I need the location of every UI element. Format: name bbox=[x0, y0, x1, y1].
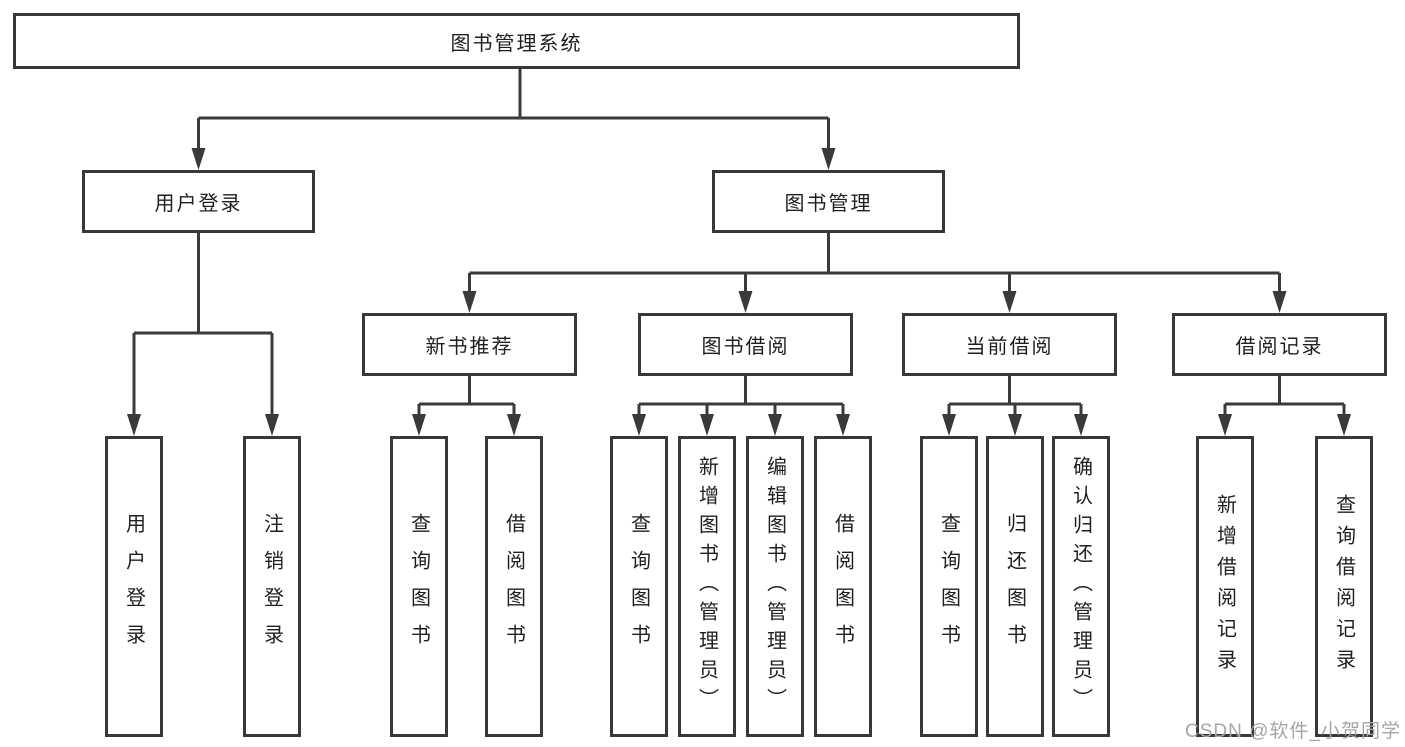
node-user-login-label: 用户登录 bbox=[154, 193, 243, 215]
leaf-borrow-books: 借阅图书 bbox=[814, 436, 872, 737]
leaf-query-books-recommend: 查询图书 bbox=[390, 436, 448, 737]
leaf-add-borrow-record: 新增借阅记录 bbox=[1196, 436, 1254, 737]
leaf-logout: 注销登录 bbox=[243, 436, 301, 737]
node-library-system-label: 图书管理系统 bbox=[450, 32, 583, 55]
node-book-borrow: 图书借阅 bbox=[638, 313, 853, 376]
leaf-edit-book-admin-label: 编辑图书（管理员） bbox=[763, 456, 786, 717]
node-current-borrow: 当前借阅 bbox=[902, 313, 1117, 376]
node-borrow-records-label: 借阅记录 bbox=[1235, 336, 1324, 358]
node-book-management: 图书管理 bbox=[712, 170, 945, 233]
leaf-user-login-label: 用户登录 bbox=[122, 512, 145, 661]
node-book-management-label: 图书管理 bbox=[784, 193, 873, 215]
leaf-return-book: 归还图书 bbox=[986, 436, 1044, 737]
leaf-query-books-borrow-label: 查询图书 bbox=[627, 512, 650, 661]
leaf-logout-label: 注销登录 bbox=[260, 512, 283, 661]
node-new-book-recommend-label: 新书推荐 bbox=[425, 336, 514, 358]
leaf-add-book-admin: 新增图书（管理员） bbox=[678, 436, 736, 737]
leaf-confirm-return-admin: 确认归还（管理员） bbox=[1052, 436, 1110, 737]
leaf-query-borrow-record-label: 查询借阅记录 bbox=[1332, 493, 1355, 680]
leaf-borrow-books-recommend-label: 借阅图书 bbox=[502, 512, 525, 661]
node-user-login: 用户登录 bbox=[82, 170, 315, 233]
leaf-query-books-current: 查询图书 bbox=[920, 436, 978, 737]
leaf-borrow-books-label: 借阅图书 bbox=[831, 512, 854, 661]
node-book-borrow-label: 图书借阅 bbox=[701, 336, 790, 358]
leaf-query-borrow-record: 查询借阅记录 bbox=[1315, 436, 1373, 737]
leaf-borrow-books-recommend: 借阅图书 bbox=[485, 436, 543, 737]
leaf-add-borrow-record-label: 新增借阅记录 bbox=[1213, 493, 1236, 680]
node-current-borrow-label: 当前借阅 bbox=[965, 336, 1054, 358]
leaf-edit-book-admin: 编辑图书（管理员） bbox=[746, 436, 804, 737]
leaf-query-books-borrow: 查询图书 bbox=[610, 436, 668, 737]
leaf-confirm-return-admin-label: 确认归还（管理员） bbox=[1069, 456, 1092, 717]
watermark-text: CSDN @软件_小贺同学 bbox=[1185, 721, 1401, 742]
node-borrow-records: 借阅记录 bbox=[1172, 313, 1387, 376]
leaf-query-books-recommend-label: 查询图书 bbox=[407, 512, 430, 661]
node-library-system: 图书管理系统 bbox=[13, 13, 1020, 69]
leaf-user-login: 用户登录 bbox=[105, 436, 163, 737]
leaf-return-book-label: 归还图书 bbox=[1003, 512, 1026, 661]
node-new-book-recommend: 新书推荐 bbox=[362, 313, 577, 376]
leaf-add-book-admin-label: 新增图书（管理员） bbox=[695, 456, 718, 717]
leaf-query-books-current-label: 查询图书 bbox=[937, 512, 960, 661]
